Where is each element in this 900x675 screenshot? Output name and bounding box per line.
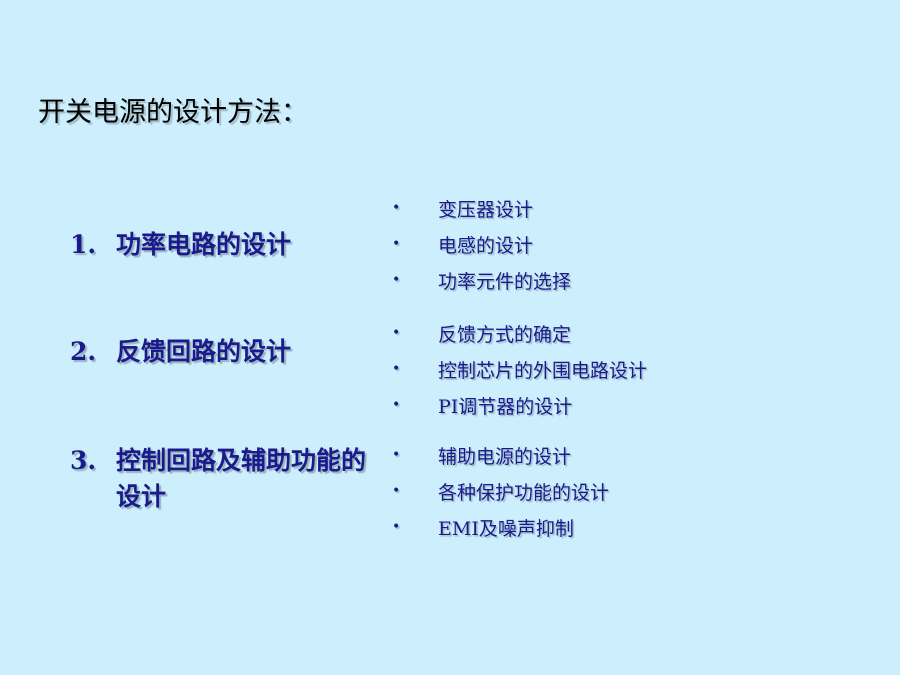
section-3-bullet-list: • 辅助电源的设计 • 各种保护功能的设计 • EMI及噪声抑制 (392, 437, 609, 545)
list-item: • 功率元件的选择 (392, 262, 571, 298)
bullet-text: 电感的设计 (438, 234, 534, 257)
bullet-text: 控制芯片的外围电路设计 (438, 359, 648, 382)
slide-title: 开关电源的设计方法： (38, 97, 308, 128)
list-item: • 电感的设计 (392, 226, 571, 262)
section-2-number: 2. (70, 337, 97, 366)
list-item: • PI调节器的设计 (392, 387, 647, 423)
section-1-label: 功率电路的设计 (116, 230, 292, 259)
list-item: • 辅助电源的设计 (392, 437, 609, 473)
section-2-bullet-list: • 反馈方式的确定 • 控制芯片的外围电路设计 • PI调节器的设计 (392, 315, 647, 423)
list-item: • 各种保护功能的设计 (392, 473, 609, 509)
section-3-number: 3. (70, 446, 97, 475)
bullet-icon: • (392, 361, 401, 377)
bullet-icon: • (392, 200, 401, 216)
bullet-text: 功率元件的选择 (438, 270, 572, 293)
section-3-heading: 3. 控制回路及辅助功能的设计 (70, 443, 390, 515)
section-2-heading: 2. 反馈回路的设计 (70, 334, 390, 370)
bullet-icon: • (392, 447, 401, 463)
bullet-icon: • (392, 483, 401, 499)
bullet-text: 反馈方式的确定 (438, 323, 572, 346)
bullet-text: EMI及噪声抑制 (438, 517, 574, 540)
list-item: • 变压器设计 (392, 190, 571, 226)
section-2-label: 反馈回路的设计 (116, 337, 292, 366)
section-1-number: 1. (70, 230, 97, 259)
section-1-bullet-list: • 变压器设计 • 电感的设计 • 功率元件的选择 (392, 190, 571, 298)
list-item: • EMI及噪声抑制 (392, 509, 609, 545)
bullet-icon: • (392, 397, 401, 413)
bullet-text: 辅助电源的设计 (438, 445, 572, 468)
section-3-label: 控制回路及辅助功能的设计 (116, 446, 367, 511)
list-item: • 反馈方式的确定 (392, 315, 647, 351)
list-item: • 控制芯片的外围电路设计 (392, 351, 647, 387)
bullet-text: PI调节器的设计 (438, 395, 573, 418)
section-1-heading: 1. 功率电路的设计 (70, 227, 390, 263)
bullet-text: 变压器设计 (438, 198, 534, 221)
bullet-icon: • (392, 272, 401, 288)
bullet-icon: • (392, 325, 401, 341)
bullet-text: 各种保护功能的设计 (438, 481, 610, 504)
bullet-icon: • (392, 519, 401, 535)
bullet-icon: • (392, 236, 401, 252)
